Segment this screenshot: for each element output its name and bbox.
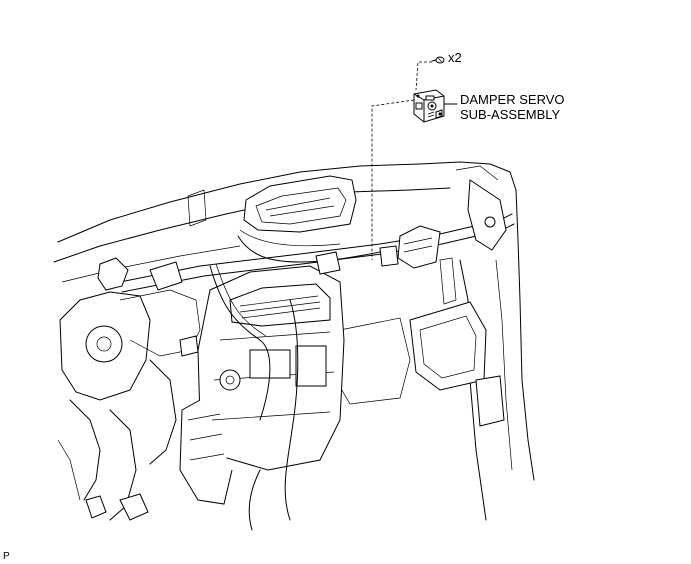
callout-label-line2: SUB-ASSEMBLY xyxy=(460,107,561,122)
callout-label-line1: DAMPER SERVO xyxy=(460,92,565,107)
screw-leader-line xyxy=(415,61,432,91)
instrument-panel-assembly xyxy=(53,161,535,531)
figure-id-label: P xyxy=(3,551,10,562)
screw-icon xyxy=(431,56,445,64)
screw-quantity-label: x2 xyxy=(448,50,462,65)
damper-servo-icon xyxy=(413,89,445,123)
installation-guide-line xyxy=(371,99,415,260)
